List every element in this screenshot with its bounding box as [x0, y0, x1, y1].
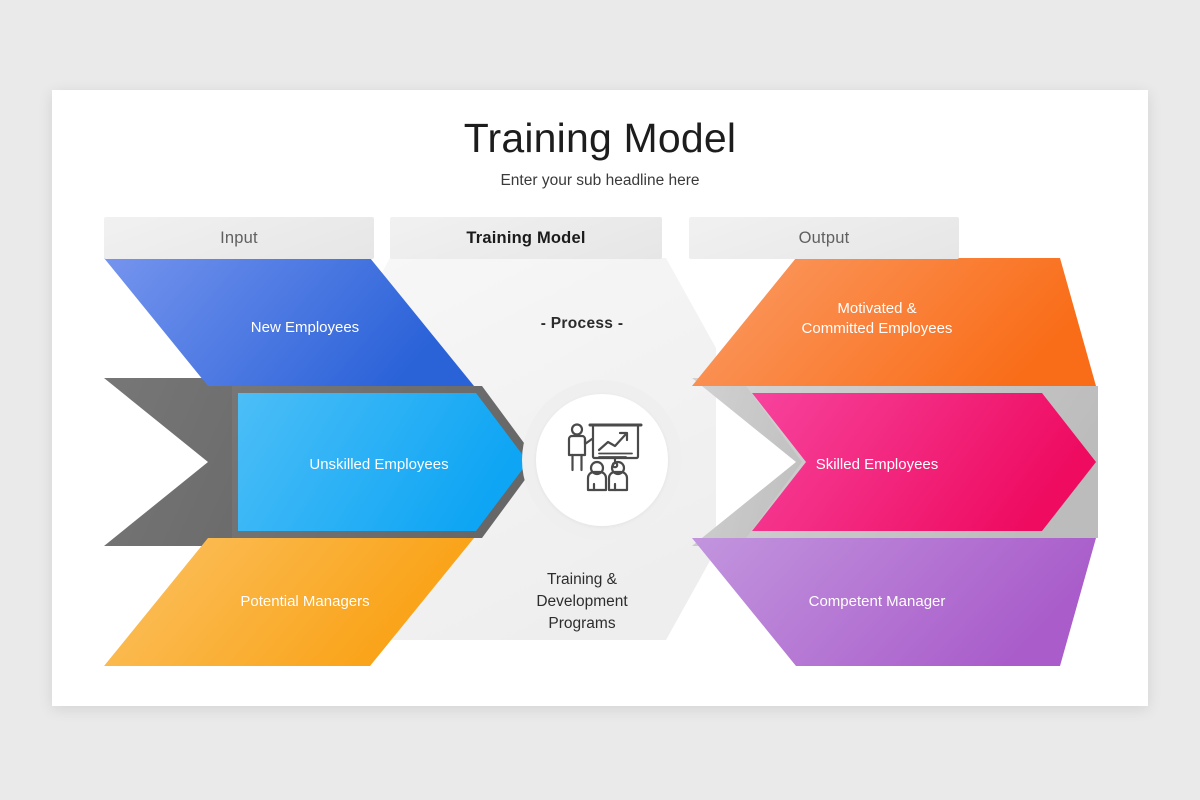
slide-card: Training Model Enter your sub headline h… [52, 90, 1148, 706]
presenter-torso [567, 434, 587, 457]
output-band-orange[interactable] [692, 258, 1096, 386]
process-caption-line1: Training & [546, 571, 618, 588]
audience-body-right [607, 470, 629, 492]
process-caption: Training & Development Programs [492, 569, 672, 635]
presenter-head [570, 423, 584, 436]
process-caption-line2: Development [536, 593, 628, 610]
process-icon-medallion [522, 380, 682, 540]
audience-body-left [586, 470, 608, 492]
page-title: Training Model [463, 115, 737, 161]
presenter-arm [570, 434, 594, 446]
board-chart-arrow [618, 431, 629, 442]
page-subtitle: Enter your sub headline here [500, 172, 700, 189]
column-header-center: Training Model [390, 217, 662, 259]
process-caption-line3: Programs [548, 615, 616, 632]
column-header-input-label: Input [220, 228, 258, 247]
input-band-blue[interactable] [104, 258, 474, 386]
input-band-amber[interactable] [104, 538, 474, 666]
medallion-inner-disc [536, 394, 668, 526]
audience-head-left [589, 460, 605, 476]
column-header-output: Output [689, 217, 959, 259]
column-header-output-label: Output [798, 228, 850, 247]
audience-head-right [610, 460, 626, 476]
column-header-input: Input [104, 217, 374, 259]
board-chart-line [597, 432, 628, 452]
column-header-center-label: Training Model [466, 228, 586, 247]
output-band-purple[interactable] [692, 538, 1096, 666]
output-band-pink[interactable] [752, 393, 1096, 531]
diagram-shapes [104, 258, 1098, 666]
input-band-cyan[interactable] [238, 393, 528, 531]
process-tag-label: - Process - [540, 315, 624, 332]
training-presentation-icon [560, 418, 644, 502]
